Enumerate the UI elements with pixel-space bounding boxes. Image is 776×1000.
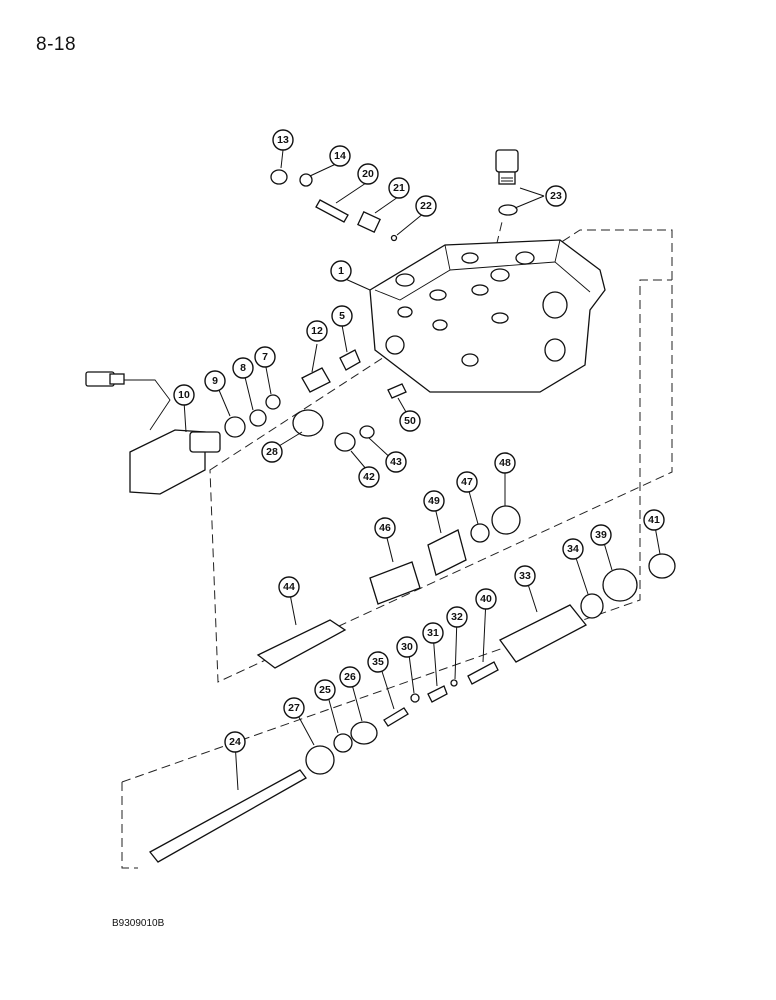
callout-24: 24 (224, 731, 246, 753)
callout-48: 48 (494, 452, 516, 474)
callout-label: 43 (390, 456, 402, 468)
solenoid-10 (85, 371, 221, 495)
callout-label: 10 (178, 389, 190, 401)
callout-label: 13 (277, 134, 289, 146)
callout-label: 26 (344, 671, 356, 683)
callout-9: 9 (204, 370, 226, 392)
callout-47: 47 (456, 471, 478, 493)
callout-label: 27 (288, 702, 300, 714)
callout-42: 42 (358, 466, 380, 488)
callout-25: 25 (314, 679, 336, 701)
callout-label: 44 (283, 581, 295, 593)
callout-30: 30 (396, 636, 418, 658)
callout-46: 46 (374, 517, 396, 539)
callout-label: 31 (427, 627, 439, 639)
callout-40: 40 (475, 588, 497, 610)
callout-39: 39 (590, 524, 612, 546)
callout-43: 43 (385, 451, 407, 473)
callout-44: 44 (278, 576, 300, 598)
callout-28: 28 (261, 441, 283, 463)
callout-label: 1 (338, 265, 344, 277)
pressure-switch-23 (495, 149, 519, 216)
callout-41: 41 (643, 509, 665, 531)
callout-22: 22 (415, 195, 437, 217)
figure-code: B9309010B (112, 918, 165, 929)
callout-label: 30 (401, 641, 413, 653)
top-small-parts (270, 169, 398, 242)
callout-12: 12 (306, 320, 328, 342)
callout-label: 5 (339, 310, 345, 322)
callout-21: 21 (388, 177, 410, 199)
callout-label: 33 (519, 570, 531, 582)
callout-label: 9 (212, 375, 218, 387)
page-number: 8-18 (36, 34, 77, 55)
callout-label: 32 (451, 611, 463, 623)
callout-35: 35 (367, 651, 389, 673)
callout-label: 21 (393, 182, 405, 194)
callout-8: 8 (232, 357, 254, 379)
callout-label: 42 (363, 471, 375, 483)
callout-10: 10 (173, 384, 195, 406)
callout-label: 47 (461, 476, 473, 488)
callout-33: 33 (514, 565, 536, 587)
callout-label: 14 (334, 150, 346, 162)
callout-label: 20 (362, 168, 374, 180)
callout-34: 34 (562, 538, 584, 560)
callout-32: 32 (446, 606, 468, 628)
callout-label: 40 (480, 593, 492, 605)
callout-label: 46 (379, 522, 391, 534)
callout-label: 24 (229, 736, 241, 748)
callout-label: 35 (372, 656, 384, 668)
callout-label: 22 (420, 200, 432, 212)
callout-7: 7 (254, 346, 276, 368)
callout-1: 1 (330, 260, 352, 282)
callout-49: 49 (423, 490, 445, 512)
callout-23: 23 (545, 185, 567, 207)
callout-13: 13 (272, 129, 294, 151)
callout-20: 20 (357, 163, 379, 185)
callout-5: 5 (331, 305, 353, 327)
callout-14: 14 (329, 145, 351, 167)
callout-label: 23 (550, 190, 562, 202)
callout-label: 28 (266, 446, 278, 458)
callout-label: 41 (648, 514, 660, 526)
callout-label: 34 (567, 543, 579, 555)
callout-label: 8 (240, 362, 246, 374)
callout-label: 12 (311, 325, 323, 337)
callout-label: 7 (262, 351, 268, 363)
leader-lines (183, 149, 661, 791)
callout-label: 49 (428, 495, 440, 507)
callout-label: 25 (319, 684, 331, 696)
callout-label: 39 (595, 529, 607, 541)
callout-50: 50 (399, 410, 421, 432)
callout-31: 31 (422, 622, 444, 644)
callout-27: 27 (283, 697, 305, 719)
callout-26: 26 (339, 666, 361, 688)
callout-label: 48 (499, 457, 511, 469)
middle-parts (149, 349, 676, 863)
valve-body (369, 239, 606, 393)
callout-label: 50 (404, 415, 416, 427)
